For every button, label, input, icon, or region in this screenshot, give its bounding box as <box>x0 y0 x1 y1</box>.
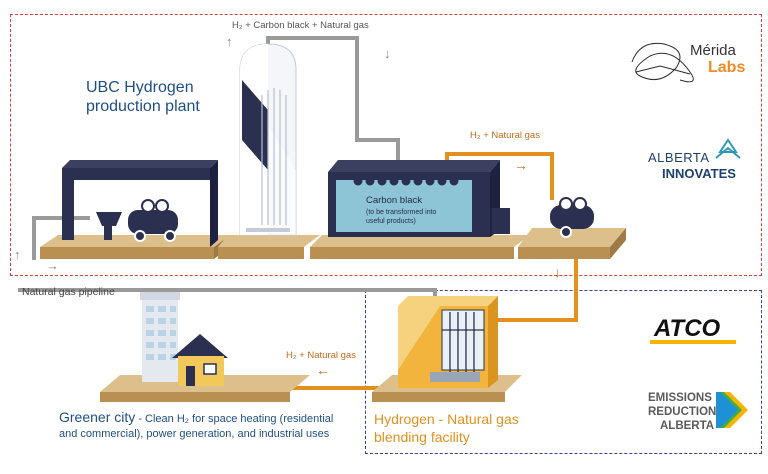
plant-region-border <box>10 14 762 276</box>
pretreatment-unit <box>62 160 218 247</box>
arrow-down-h2-icon: ↓ <box>554 264 561 280</box>
era-logo-text-2: REDUCTION <box>648 406 717 418</box>
arrow-up-reactor-icon: ↑ <box>226 34 233 49</box>
arrow-up-pipeline-icon: ↑ <box>14 247 21 262</box>
compressor-right <box>550 197 594 238</box>
atco-logo-mark <box>644 316 742 344</box>
reactor-tag: UBC <box>246 62 268 73</box>
reactor-vessel <box>239 43 297 236</box>
arrow-left-h2-icon: ← <box>316 362 330 378</box>
arrow-right-h2-icon: → <box>514 157 528 173</box>
era-logo-text-3: ALBERTA <box>660 420 715 432</box>
alberta-innovates-mark <box>715 138 741 159</box>
blending-facility-label: Hydrogen - Natural gas blending facility <box>374 411 519 445</box>
merida-logo-text-2: Labs <box>708 59 746 76</box>
carbon-black-note: (to be transformed into useful products) <box>366 209 437 225</box>
greener-city-text: Greener city - Clean H₂ for space heatin… <box>59 410 349 442</box>
era-logo-text-1: EMISSIONS <box>648 392 712 404</box>
pipeline-label: Natural gas pipeline <box>22 286 115 298</box>
flow-label-top: H₂ + Carbon black + Natural gas <box>232 20 369 31</box>
blending-facility-building <box>398 296 498 388</box>
blending-region-border <box>365 290 762 454</box>
merida-logo-text-1: Mérida <box>690 42 736 59</box>
merida-logo-mark <box>631 42 694 83</box>
alberta-logo-text-1: ALBERTA <box>648 150 710 165</box>
arrow-down-top-icon: ↓ <box>384 46 391 61</box>
atco-logo-text: ATCO <box>654 315 721 342</box>
separation-unit <box>328 160 510 237</box>
greener-city-title: Greener city <box>59 409 136 425</box>
platforms <box>40 228 626 402</box>
flow-label-h2-right: H₂ + Natural gas <box>470 130 540 141</box>
carbon-black-title: Carbon black <box>366 195 422 206</box>
alberta-logo-text-2: INNOVATES <box>662 166 736 181</box>
era-logo-mark <box>716 392 748 428</box>
plant-title: UBC Hydrogen production plant <box>86 79 200 115</box>
arrow-right-pipeline-icon: → <box>46 258 59 273</box>
greener-city-desc: - Clean H₂ for space heating (residentia… <box>59 413 334 440</box>
city-buildings <box>140 292 228 386</box>
flow-label-h2-bottom: H₂ + Natural gas <box>286 350 356 361</box>
reactor-label: Reactor <box>242 257 280 270</box>
separation-label: Separation unit <box>377 257 449 270</box>
pretreatment-label: Pre - treatment unit <box>83 257 173 270</box>
